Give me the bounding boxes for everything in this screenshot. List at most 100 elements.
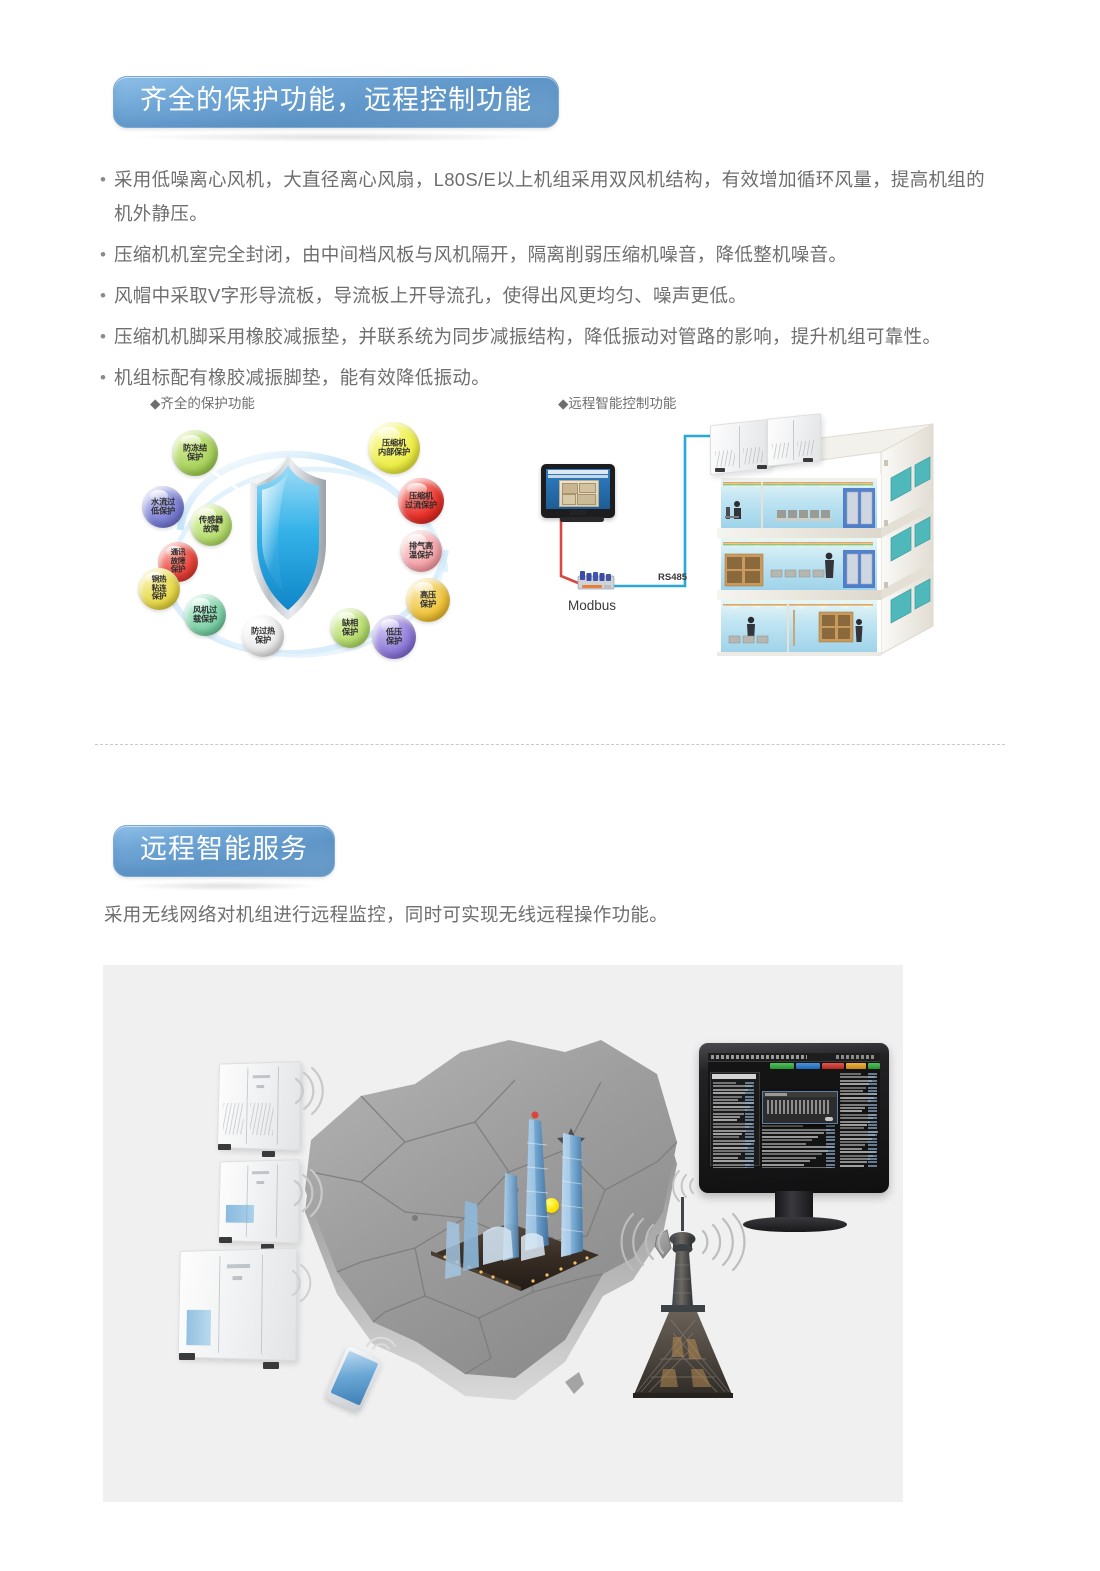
data-row: [840, 1151, 876, 1154]
data-row: [762, 1132, 824, 1134]
data-row-value: [745, 1112, 754, 1115]
data-row: [840, 1073, 861, 1075]
data-row-value: [745, 1129, 754, 1132]
data-row-value: [868, 1134, 877, 1137]
monitor-base: [743, 1217, 847, 1232]
figure-caption-remote-control: ◆远程智能控制功能: [558, 396, 677, 411]
monitor-base: [560, 517, 604, 522]
data-row: [840, 1130, 878, 1133]
data-row-value: [868, 1147, 877, 1150]
data-row: [840, 1117, 873, 1120]
wireless-signal-arcs: [292, 1264, 312, 1302]
data-row: [713, 1095, 742, 1098]
toolbar-chip: [868, 1063, 880, 1069]
bubble-label: 水流过低保护: [151, 497, 175, 516]
bubble-label: 压缩机过流保护: [405, 491, 437, 510]
data-row-value: [745, 1085, 754, 1088]
data-row: [713, 1136, 739, 1139]
data-row-value: [745, 1102, 754, 1105]
data-row: [713, 1146, 748, 1149]
hvac-mount-foot: [218, 1144, 231, 1150]
control-pc-monitor: [541, 464, 615, 518]
data-row-value: [868, 1100, 877, 1103]
bullet-text: 风帽中采取V字形导流板，导流板上开导流孔，使得出风更均匀、噪声更低。: [114, 285, 748, 306]
bullet-marker-icon: •: [100, 245, 106, 264]
bullet-marker-icon: •: [100, 327, 106, 346]
protection-bubble: 低压保护: [372, 615, 416, 659]
data-row: [762, 1156, 816, 1159]
bubble-label: 防冻结保护: [183, 443, 207, 462]
panel-seam: [276, 1066, 280, 1145]
data-row: [713, 1156, 738, 1159]
data-row-value: [868, 1161, 877, 1164]
data-row: [762, 1160, 810, 1162]
data-row: [762, 1163, 804, 1166]
protection-bubble: 高压保护: [406, 578, 450, 622]
data-row: [713, 1153, 741, 1156]
data-row-value: [745, 1105, 754, 1108]
hvac-mount-foot: [757, 465, 767, 469]
data-row: [713, 1116, 740, 1118]
data-row-value: [826, 1149, 835, 1152]
wireless-signal-arcs: [293, 1168, 323, 1218]
data-row: [840, 1107, 865, 1109]
data-row-value: [745, 1139, 754, 1142]
protection-bubble: 风机过载保护: [184, 594, 226, 636]
remote-service-paragraph: 采用无线网络对机组进行远程监控，同时可实现无线远程操作功能。: [104, 904, 669, 925]
monitoring-software-screen: [708, 1053, 880, 1168]
protection-bubble: 缺相保护: [330, 608, 370, 648]
data-row-value: [826, 1160, 835, 1162]
list-item: • 压缩机机室完全封闭，由中间档风板与风机隔开，隔离削弱压缩机噪音，降低整机噪音…: [100, 238, 990, 272]
data-row: [762, 1125, 803, 1127]
pill-drop-shadow: [127, 880, 321, 891]
data-row: [713, 1112, 744, 1115]
data-row: [713, 1082, 736, 1084]
bubble-label: 传感器故障: [199, 515, 223, 534]
data-row: [840, 1158, 870, 1160]
data-row: [840, 1127, 864, 1130]
location-marker-icon: [544, 1198, 559, 1213]
data-row: [713, 1099, 738, 1101]
protection-bubble: 传感器故障: [190, 504, 232, 546]
protection-bubble: 铜热粘连保护: [138, 568, 180, 610]
control-pc-screen: [546, 469, 610, 509]
protection-bubble: 排气高温保护: [400, 530, 442, 572]
data-row: [840, 1154, 873, 1157]
data-row-value: [868, 1144, 877, 1147]
data-row-value: [868, 1107, 877, 1109]
data-row: [840, 1100, 871, 1103]
bullet-marker-icon: •: [100, 368, 106, 387]
bullet-text: 机组标配有橡胶减振脚垫，能有效降低振动。: [114, 367, 491, 388]
section-title-remote-service: 远程智能服务: [113, 825, 335, 883]
data-row-value: [745, 1082, 754, 1084]
data-row: [713, 1085, 752, 1088]
data-row-value: [868, 1154, 877, 1157]
data-row-value: [868, 1079, 877, 1082]
data-row: [840, 1164, 864, 1167]
data-row: [840, 1096, 874, 1099]
data-row-value: [745, 1136, 754, 1139]
protection-bubble: 压缩机内部保护: [368, 422, 420, 474]
wiring-diagram: [559, 434, 715, 588]
list-item: • 压缩机机脚采用橡胶减振垫，并联系统为同步减振结构，降低振动对管路的影响，提升…: [100, 320, 990, 354]
data-row-value: [826, 1132, 835, 1134]
phone-signal-arcs: [366, 1336, 396, 1350]
panel-seam: [793, 420, 794, 461]
data-row: [762, 1149, 828, 1152]
building-cutaway-illustration: [716, 423, 934, 656]
data-row-value: [745, 1160, 754, 1163]
data-row: [713, 1122, 752, 1125]
bullet-text: 压缩机机脚采用橡胶减振垫，并联系统为同步减振结构，降低振动对管路的影响，提升机组…: [114, 326, 942, 347]
data-row-value: [745, 1126, 754, 1129]
hvac-mount-foot: [219, 1237, 232, 1243]
section-title-remote-service-wrap: 远程智能服务: [113, 825, 335, 891]
monitor-neck: [775, 1191, 813, 1221]
panel-seam: [260, 1254, 263, 1354]
hvac-mount-foot: [262, 1151, 275, 1157]
wireless-signal-arcs: [294, 1066, 324, 1116]
unit-vent: [715, 449, 735, 468]
data-row-value: [745, 1088, 754, 1091]
monitor-signal-arcs: [672, 1170, 694, 1202]
hvac-mount-foot: [179, 1353, 195, 1360]
panel-seam: [245, 1165, 249, 1237]
